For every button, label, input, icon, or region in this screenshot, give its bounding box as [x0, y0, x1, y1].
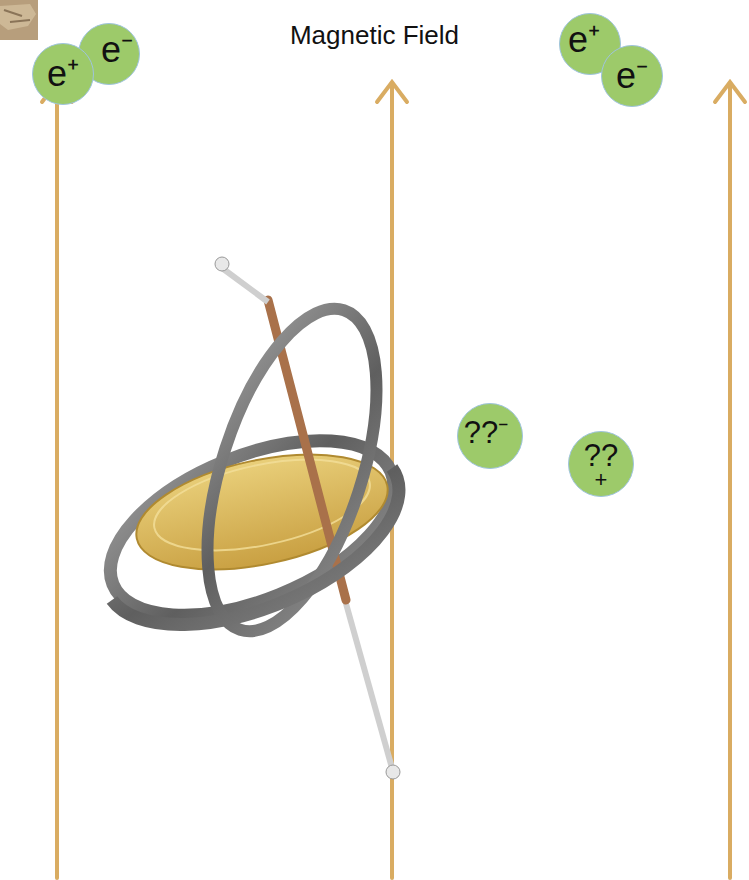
particle-symbol: e⁺	[568, 22, 600, 58]
gyroscope	[86, 257, 418, 779]
particle-symbol: ??⁻	[464, 417, 508, 448]
photo-fragment	[0, 0, 38, 40]
electron-particle: e⁻	[601, 45, 663, 107]
field-lines	[42, 82, 745, 878]
particle-symbol: e⁻	[616, 58, 648, 94]
positron-particle: e⁺	[32, 43, 94, 105]
particle-symbol: e⁺	[47, 56, 79, 92]
unknown-particle: ??+	[568, 431, 634, 497]
particle-symbol: ??	[584, 440, 618, 471]
charge-sign: +	[595, 471, 608, 489]
unknown-particle: ??⁻	[457, 403, 523, 469]
particle-symbol: e⁻	[101, 32, 133, 68]
